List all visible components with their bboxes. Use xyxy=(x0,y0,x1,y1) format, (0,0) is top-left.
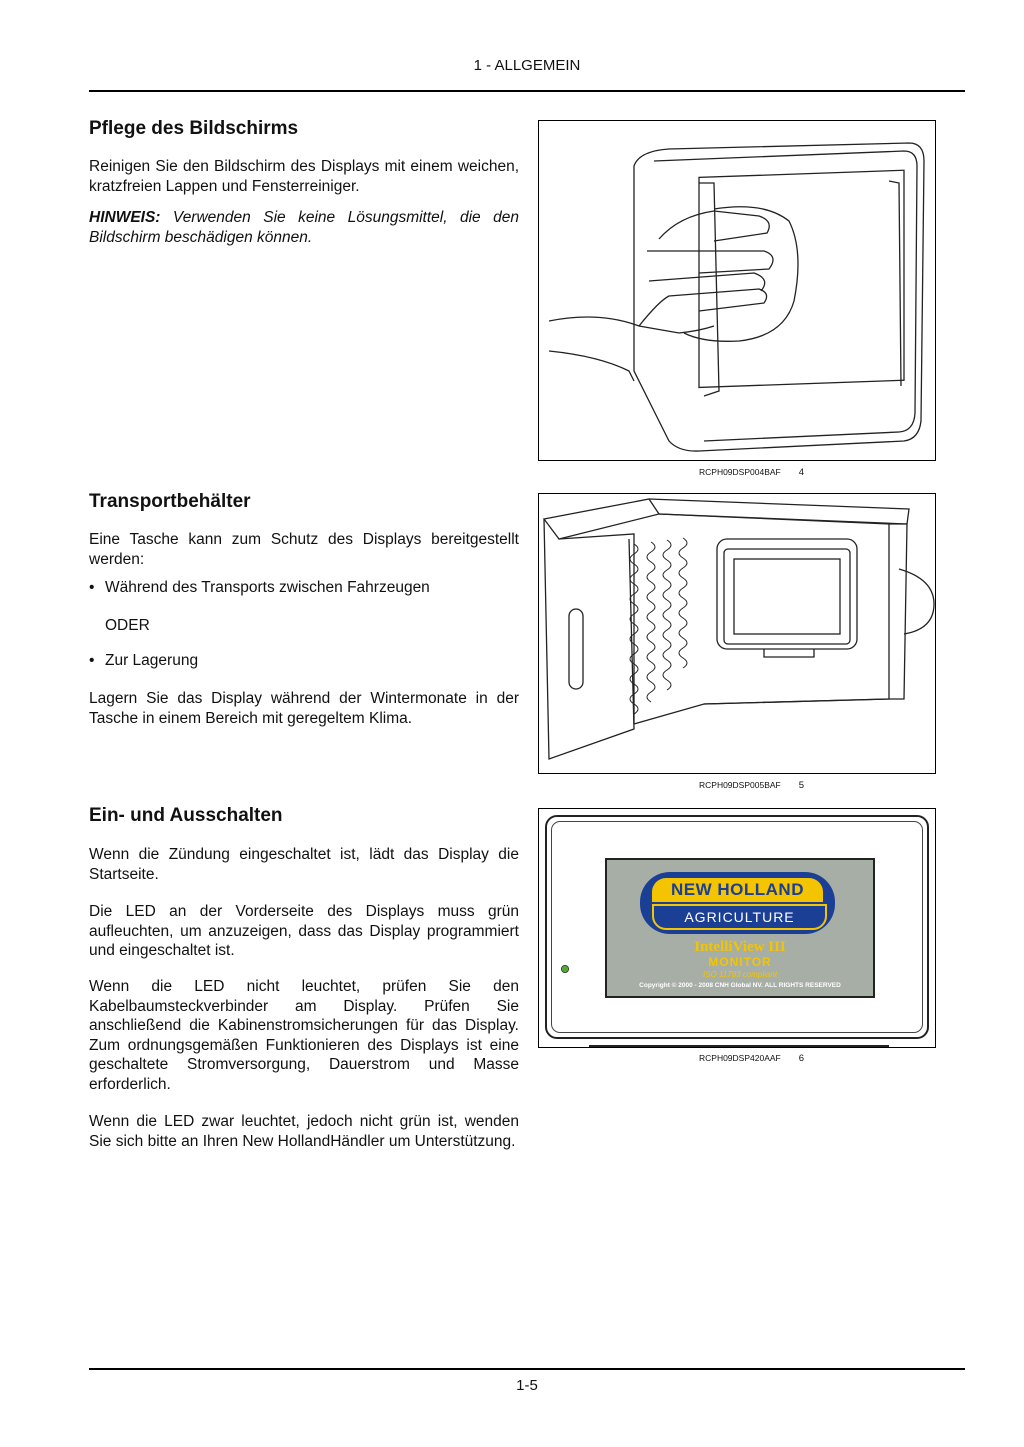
logo-sub-band: AGRICULTURE xyxy=(652,904,827,930)
monitor-bezel xyxy=(545,815,929,1039)
list-item: •Zur Lagerung xyxy=(89,652,199,669)
running-header: 1 - ALLGEMEIN xyxy=(473,57,581,74)
header-rule xyxy=(89,90,965,92)
transport-storage-paragraph: Lagern Sie das Display während der Winte… xyxy=(89,690,519,727)
power-paragraph-2: Die LED an der Vorderseite des Displays … xyxy=(89,903,519,959)
figure-caption-4: RCPH09DSP004BAF 4 xyxy=(699,467,804,478)
figure-code: RCPH09DSP005BAF xyxy=(699,780,781,790)
power-paragraph-1: Wenn die Zündung eingeschaltet ist, lädt… xyxy=(89,846,519,883)
transport-paragraph: Eine Tasche kann zum Schutz des Displays… xyxy=(89,531,519,568)
figure-number: 5 xyxy=(798,780,805,791)
figure-caption-5: RCPH09DSP005BAF 5 xyxy=(699,780,804,791)
figure-code: RCPH09DSP004BAF xyxy=(699,467,781,477)
brand-name: NEW HOLLAND xyxy=(671,880,804,899)
page-number: 1-5 xyxy=(516,1377,538,1394)
figure-code: RCPH09DSP420AAF xyxy=(699,1053,781,1063)
figure-caption-6: RCPH09DSP420AAF 6 xyxy=(699,1053,804,1064)
iso-text: ISO 11783 compliant xyxy=(702,970,778,979)
power-paragraph-4: Wenn die LED zwar leuchtet, jedoch nicht… xyxy=(89,1113,519,1150)
care-paragraph: Reinigen Sie den Bildschirm des Displays… xyxy=(89,158,519,195)
figure-number: 6 xyxy=(798,1053,805,1064)
note-text: Verwenden Sie keine Lösungsmittel, die d… xyxy=(89,209,519,246)
product-name: IntelliView III xyxy=(694,939,786,955)
footer-rule xyxy=(89,1368,965,1370)
copyright-text: Copyright © 2000 - 2008 CNH Global NV. A… xyxy=(639,982,841,989)
logo-brand-band: NEW HOLLAND xyxy=(652,878,823,902)
monitor-inner-bezel xyxy=(551,821,923,1033)
list-item-text: Zur Lagerung xyxy=(105,652,199,669)
led-indicator xyxy=(561,965,569,973)
figure-monitor-front: NEW HOLLAND AGRICULTURE IntelliView III … xyxy=(538,808,936,1048)
list-item: •Während des Transports zwischen Fahrzeu… xyxy=(89,579,430,596)
care-note: HINWEIS: Verwenden Sie keine Lösungsmitt… xyxy=(89,208,519,247)
section-title-care: Pflege des Bildschirms xyxy=(89,118,299,139)
list-item-text: Während des Transports zwischen Fahrzeug… xyxy=(105,579,430,596)
power-paragraph-3: Wenn die LED nicht leuchtet, prüfen Sie … xyxy=(89,978,519,1093)
figure-number: 4 xyxy=(798,467,805,478)
monitor-screen: NEW HOLLAND AGRICULTURE IntelliView III … xyxy=(605,858,875,998)
figure-carrying-case xyxy=(538,493,936,774)
figure-cleaning-screen xyxy=(538,120,936,461)
note-label: HINWEIS: xyxy=(89,209,161,226)
section-title-power: Ein- und Ausschalten xyxy=(89,805,283,826)
monitor-base-line xyxy=(589,1045,889,1047)
section-title-transport: Transportbehälter xyxy=(89,491,251,512)
product-subname: MONITOR xyxy=(708,955,772,969)
oder-text: ODER xyxy=(105,617,150,634)
brand-sub: AGRICULTURE xyxy=(684,909,795,925)
